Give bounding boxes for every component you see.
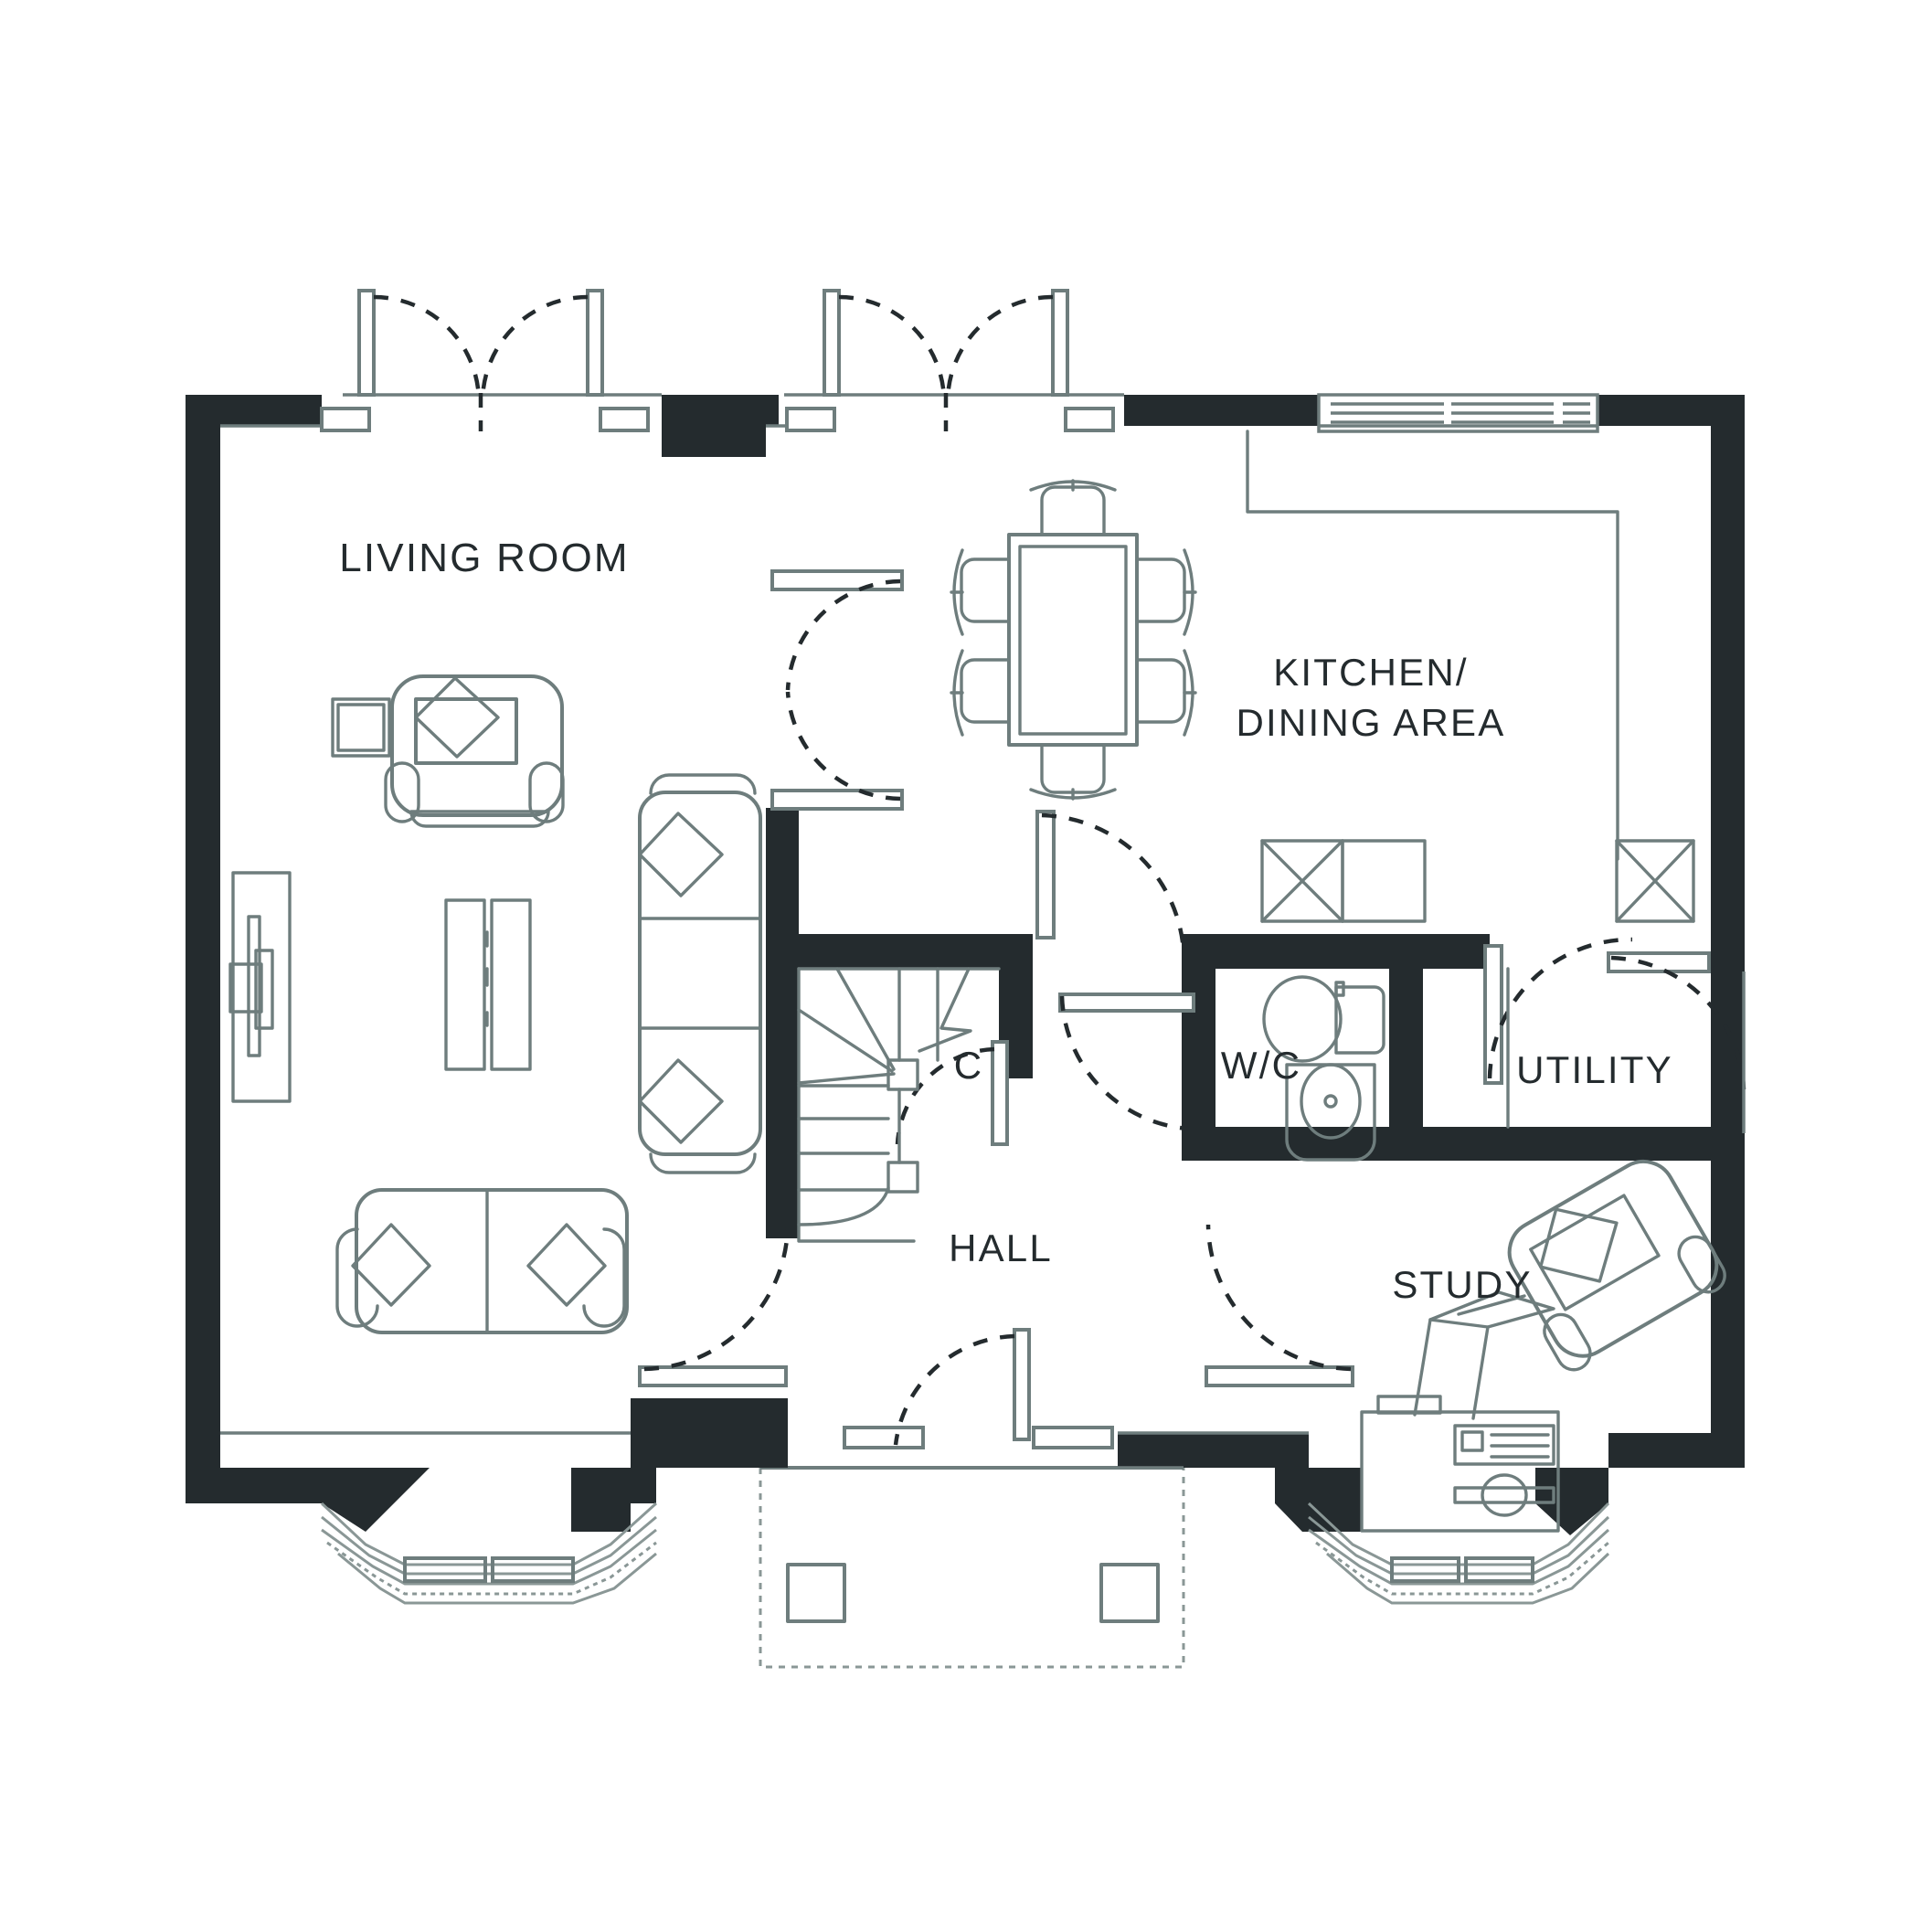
sofa-2-seat [335, 1188, 629, 1334]
room-label-study: STUDY [1392, 1263, 1532, 1306]
kitchen-window [1317, 393, 1599, 433]
study-bay-wall [1275, 1468, 1608, 1535]
utility-door[interactable] [1483, 937, 1633, 1085]
sofa-3-seat [638, 773, 762, 1174]
back-door[interactable] [1607, 951, 1746, 1133]
room-label-cupboard: C [954, 1044, 984, 1087]
study-bay-window [1307, 1502, 1610, 1605]
interior-walls [766, 808, 1711, 1238]
french-doors-right[interactable] [784, 289, 1124, 432]
room-label-kitchen-dining-line1: KITCHEN/ [1273, 651, 1469, 694]
dining-table [950, 479, 1197, 801]
armchair [384, 674, 565, 828]
room-label-living-room: LIVING ROOM [339, 536, 630, 580]
front-door[interactable] [788, 1328, 1184, 1470]
living-bay-wall [322, 1468, 656, 1532]
living-hall-door[interactable] [638, 1224, 791, 1387]
coffee-table [444, 898, 532, 1071]
study-door[interactable] [1205, 1224, 1354, 1387]
fridge-freezer [1615, 839, 1695, 923]
oven-hob [1260, 839, 1427, 923]
wc-toilet [1262, 975, 1385, 1063]
study-desk [1360, 1290, 1560, 1533]
room-label-wc: W/C [1221, 1044, 1301, 1087]
staircase [797, 967, 1001, 1243]
french-doors-left[interactable] [320, 289, 662, 432]
study-armchair [1507, 1160, 1726, 1372]
cupboard-door[interactable] [895, 1040, 1009, 1146]
side-table [331, 697, 391, 758]
tv-unit [228, 871, 292, 1103]
porch [759, 1466, 1185, 1669]
room-label-utility: UTILITY [1516, 1048, 1673, 1091]
room-label-kitchen-dining-line2: DINING AREA [1237, 701, 1506, 744]
hall-kitchen-door[interactable] [1035, 810, 1186, 951]
living-double-door[interactable] [770, 569, 904, 811]
room-label-hall: HALL [949, 1226, 1053, 1269]
living-bay-window [320, 1502, 658, 1605]
wc-basin [1285, 1063, 1376, 1162]
wc-door[interactable] [1058, 993, 1195, 1131]
kitchen-units [1246, 430, 1619, 861]
